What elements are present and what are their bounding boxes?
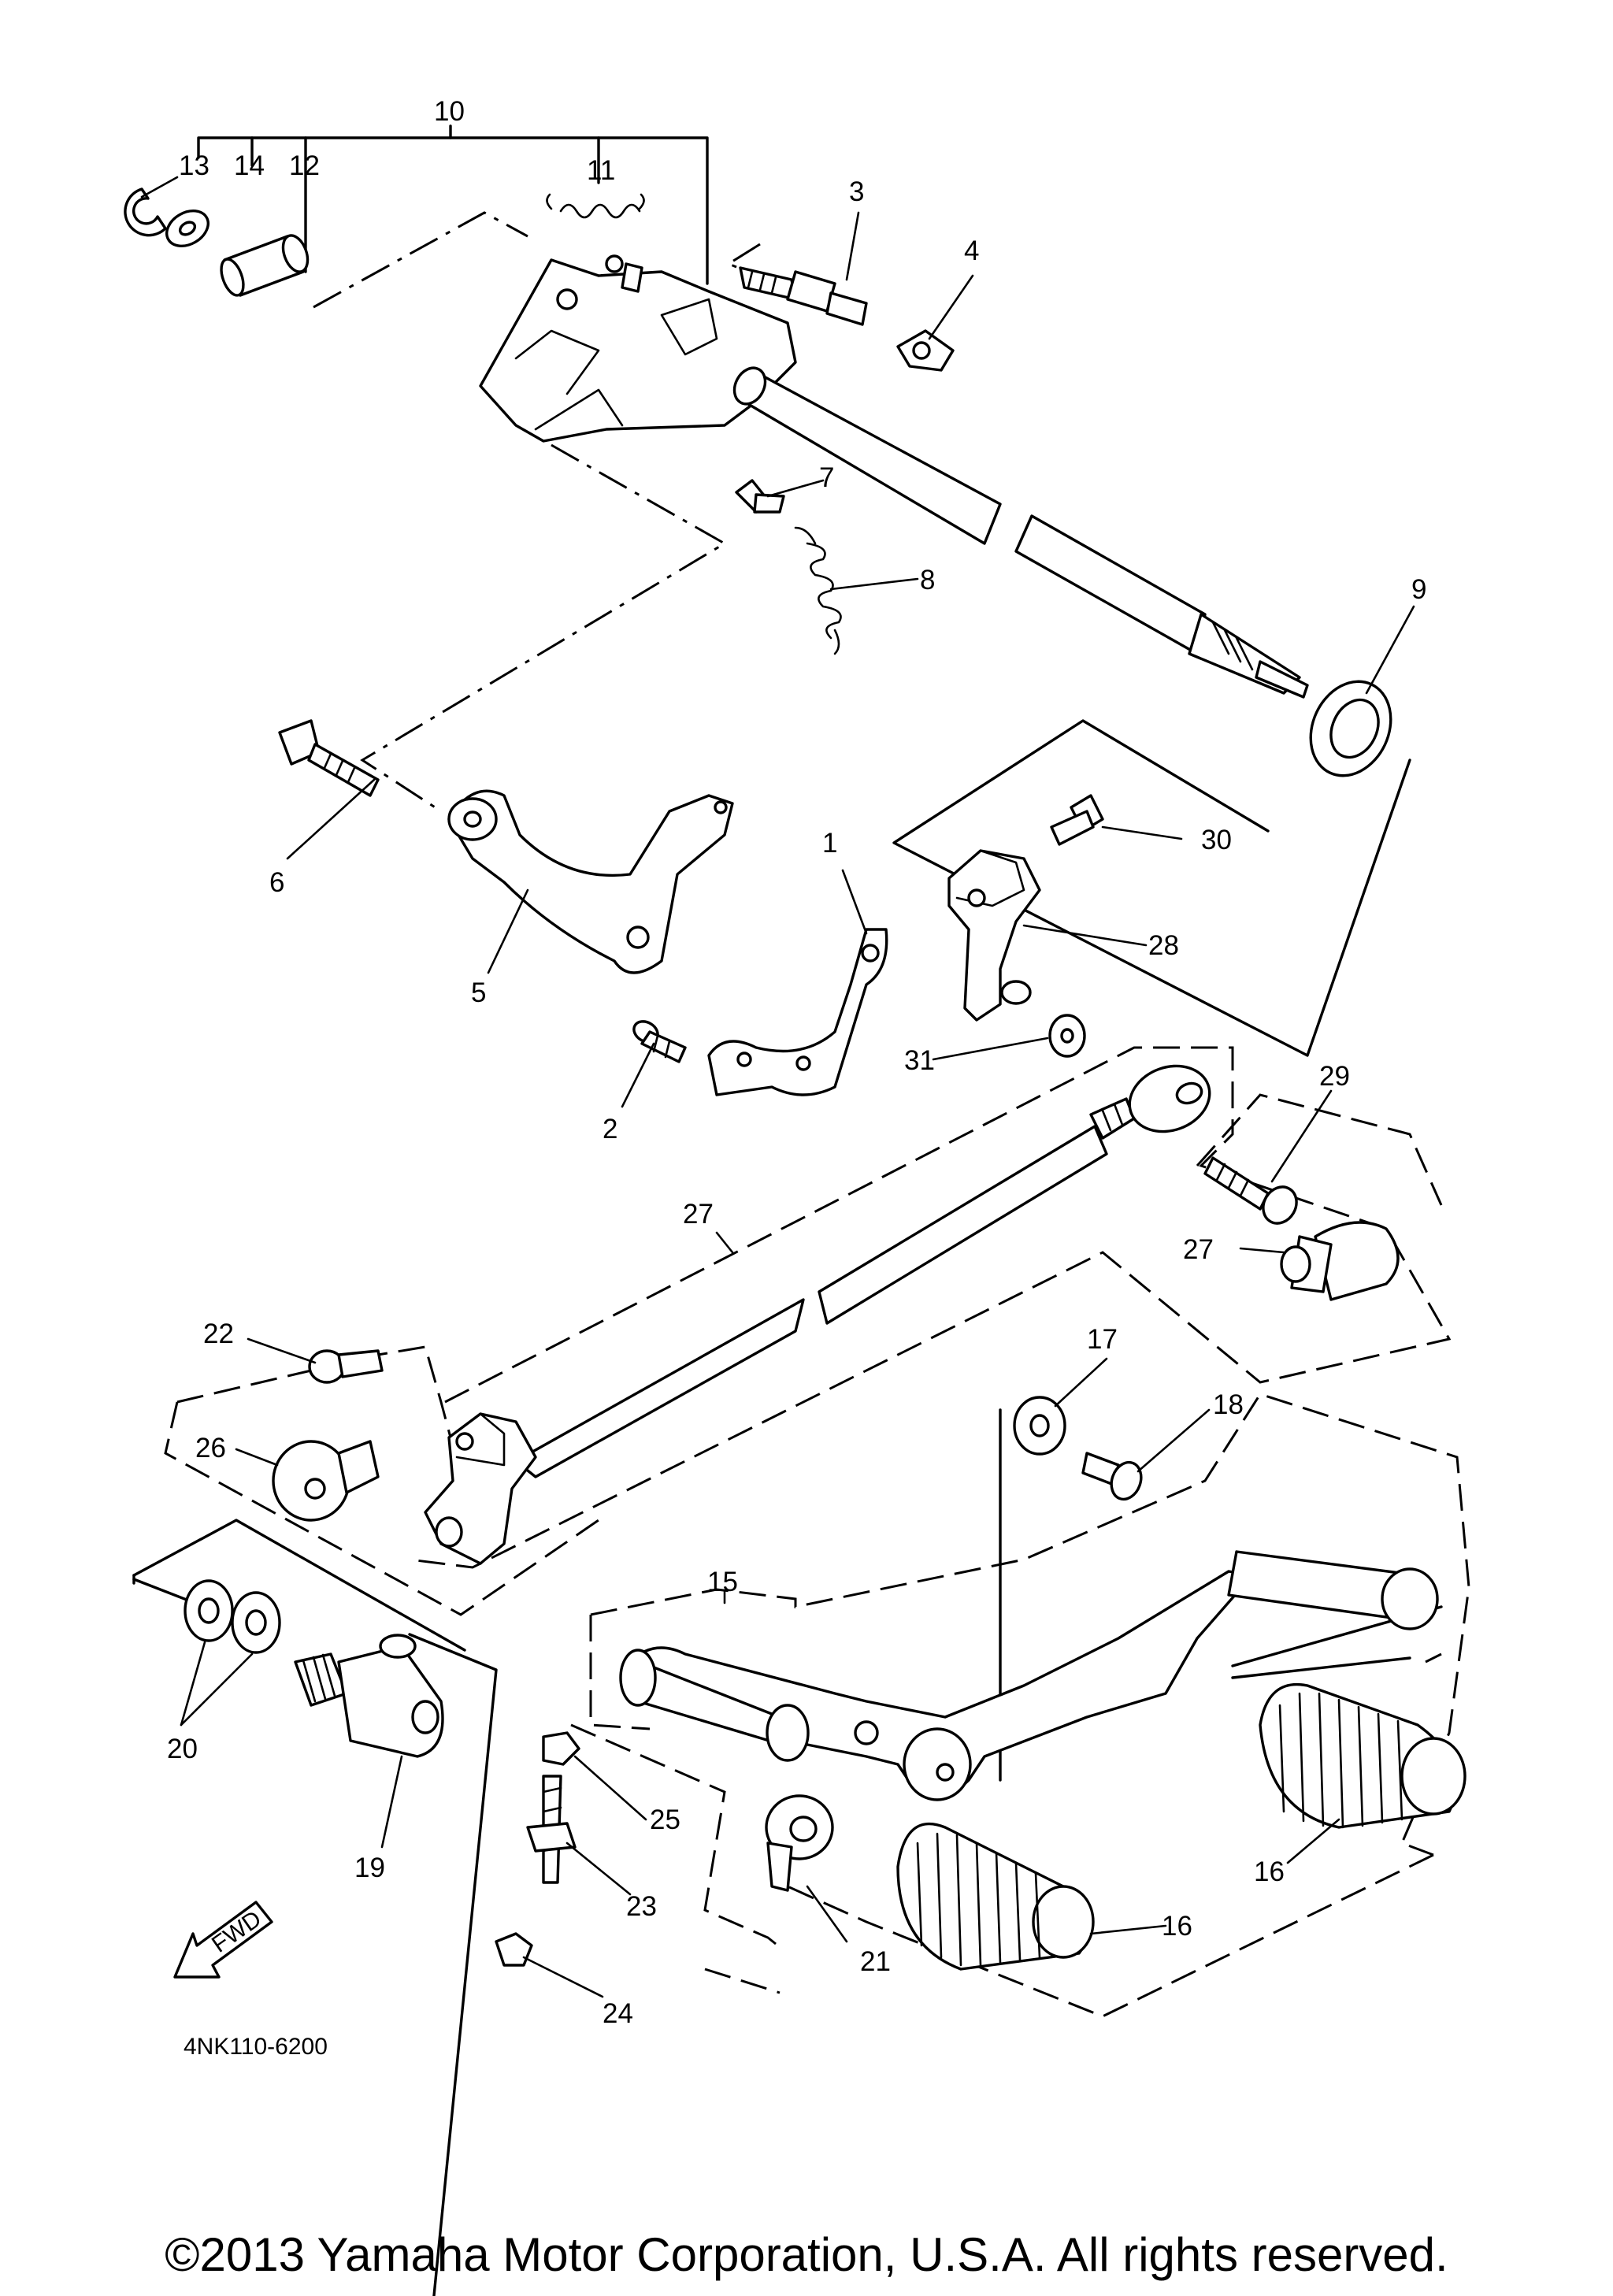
part-16-rubber-lower (896, 1823, 1095, 1971)
part-label-3: 3 (849, 176, 864, 207)
part-21-washers (184, 1579, 281, 1654)
part-22-bolt (308, 1349, 384, 1384)
part-labels: 10 13 14 12 11 3 4 7 8 9 30 6 1 28 5 31 … (167, 96, 1426, 2060)
part-13-circlip (124, 187, 167, 237)
group-lines (132, 124, 1470, 2296)
part-17-rod-end (765, 1794, 834, 1892)
leader-lines (140, 176, 1415, 1998)
part-label-29: 29 (1319, 1061, 1350, 1092)
part-26-shift-rod (514, 1064, 1211, 1478)
part-28-shift-arm (947, 849, 1041, 1022)
part-6-bolt (278, 719, 380, 797)
part-27-bushing-right (1280, 1221, 1400, 1301)
part-24-nut (495, 1932, 533, 1967)
part-label-25: 25 (650, 1805, 680, 1835)
part-29-bolt (1203, 1156, 1298, 1225)
part-label-11: 11 (587, 155, 615, 186)
part-label-8: 8 (920, 565, 935, 595)
part-label-13: 13 (179, 150, 210, 181)
fwd-arrow-icon: FWD (173, 1901, 273, 1979)
part-label-12: 12 (289, 150, 320, 181)
part-label-23: 23 (626, 1891, 657, 1922)
part-label-10: 10 (434, 96, 465, 127)
part-12-pin (220, 234, 310, 297)
part-31-washer (1048, 1014, 1086, 1058)
part-1-stopper-plate (707, 928, 888, 1096)
part-3-bolt (739, 266, 868, 326)
part-label-27-right: 27 (1183, 1234, 1214, 1265)
part-label-14: 14 (234, 150, 265, 181)
part-19-bolt (1081, 1452, 1143, 1501)
part-label-18: 17 (1087, 1324, 1118, 1355)
part-30-bolt (1050, 794, 1104, 846)
part-4-plate (896, 329, 955, 372)
part-label-26: 27 (683, 1199, 714, 1230)
part-label-16-upper: 16 (1254, 1856, 1285, 1887)
part-label-17: 21 (860, 1946, 891, 1977)
part-14-washer (165, 210, 210, 247)
part-shift-shaft (732, 366, 1309, 699)
part-16-rubber-upper (1259, 1682, 1467, 1829)
part-10-shift-arm (479, 254, 797, 443)
drawing-code: 4NK110-6200 (184, 2034, 328, 2060)
part-label-4: 4 (964, 236, 979, 266)
part-label-6: 6 (269, 867, 284, 898)
part-label-30: 30 (1201, 825, 1232, 855)
part-15-shift-pedal (619, 1550, 1439, 1801)
parts: FWD (124, 187, 1467, 1979)
part-label-27-left: 26 (195, 1433, 226, 1463)
part-11-spring (546, 193, 645, 219)
part-label-21: 20 (167, 1734, 198, 1764)
part-label-20: 19 (354, 1853, 385, 1883)
part-18-washer (1013, 1396, 1066, 1456)
part-2-screw (632, 1020, 687, 1063)
part-label-2: 2 (603, 1114, 617, 1144)
part-23-bolt (526, 1775, 577, 1884)
part-label-7: 7 (819, 462, 834, 493)
part-left-joint-arm (424, 1412, 537, 1565)
part-8-spring (794, 526, 842, 655)
part-label-16-lower: 16 (1162, 1911, 1192, 1942)
part-label-9: 9 (1411, 574, 1426, 605)
part-7-bolt (735, 479, 785, 514)
part-label-28: 28 (1148, 930, 1179, 961)
part-label-15: 15 (707, 1567, 738, 1597)
part-label-31: 31 (904, 1045, 935, 1076)
part-20-joint (294, 1634, 444, 1758)
part-label-19: 18 (1213, 1389, 1244, 1420)
part-label-22: 22 (203, 1319, 234, 1349)
part-label-5: 5 (471, 977, 486, 1008)
part-9-oil-seal (1309, 680, 1392, 777)
part-label-1: 1 (822, 828, 837, 859)
part-label-24: 24 (603, 1998, 633, 2029)
part-27-bushing-left (272, 1440, 380, 1522)
part-5-lever (447, 789, 734, 974)
copyright-notice: ©2013 Yamaha Motor Corporation, U.S.A. A… (165, 2228, 1448, 2281)
part-25-nut (542, 1731, 580, 1766)
